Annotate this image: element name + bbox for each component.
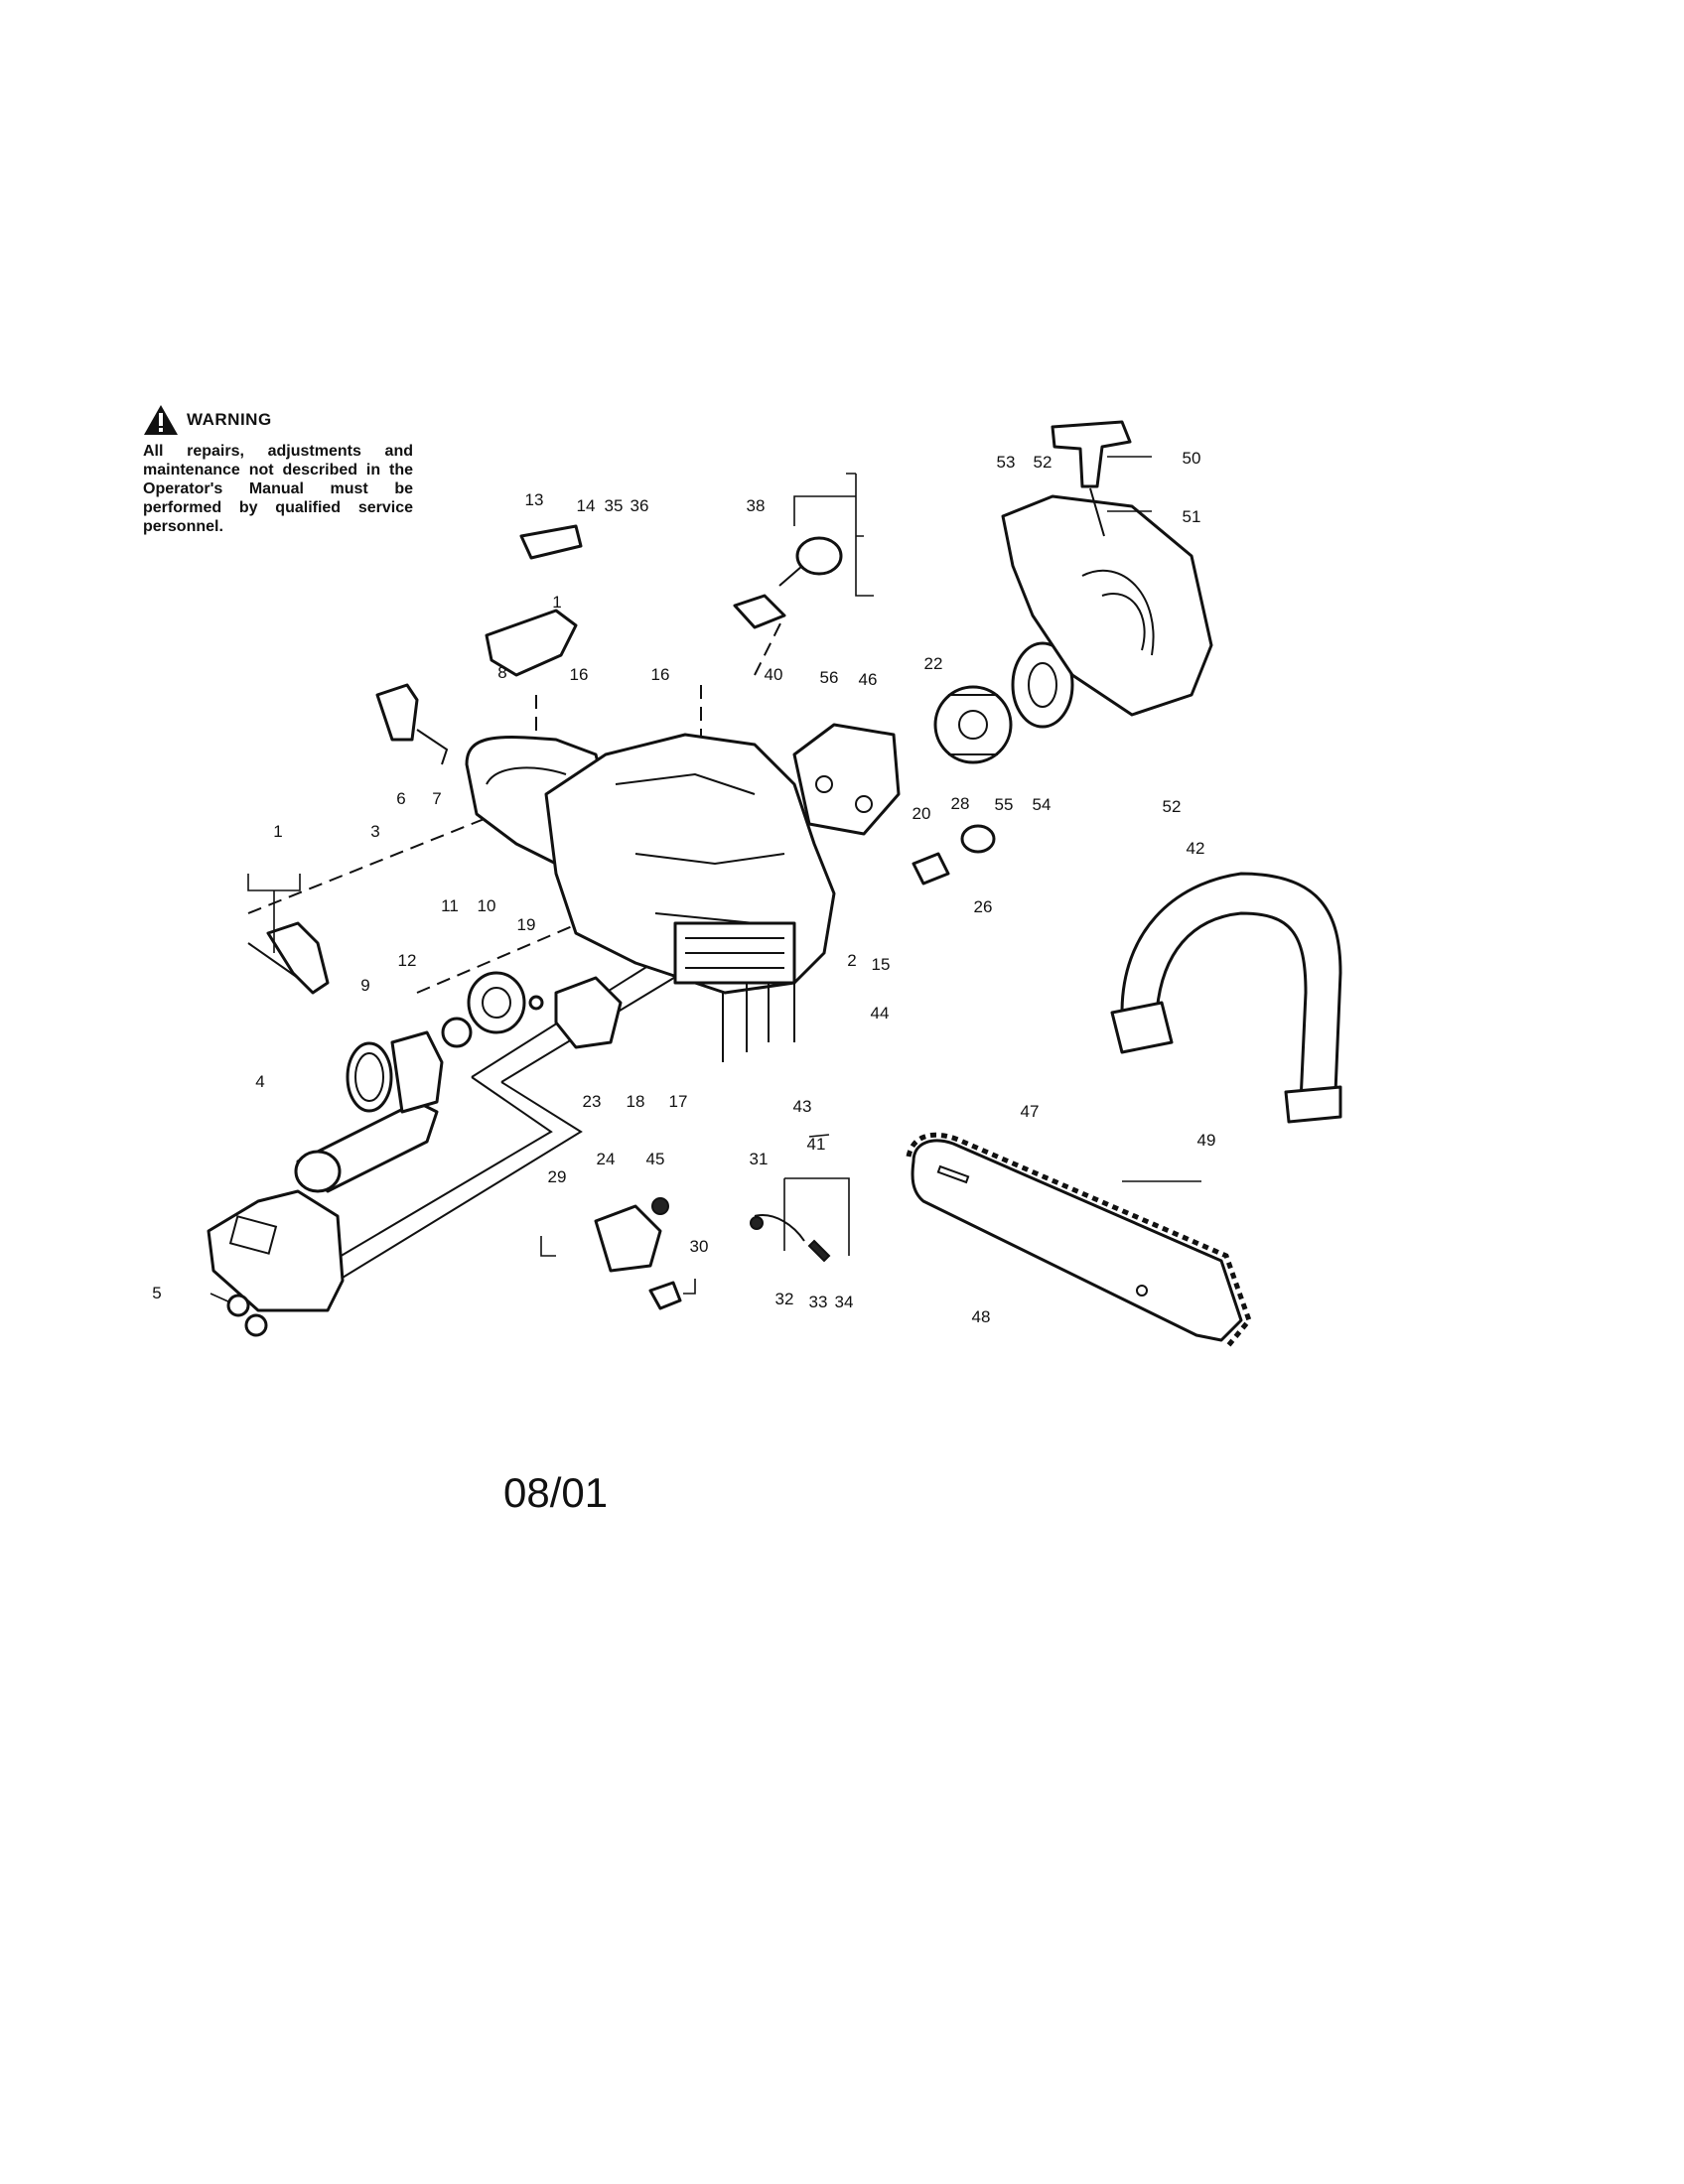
- part-label-43: 43: [792, 1097, 812, 1116]
- part-label-23: 23: [582, 1092, 602, 1111]
- part-label-48: 48: [971, 1307, 991, 1326]
- part-carburetor-group: [594, 1197, 682, 1310]
- part-label-44: 44: [870, 1004, 890, 1023]
- part-label-28: 28: [950, 794, 970, 813]
- part-air-filter: [733, 536, 843, 629]
- part-label-7: 7: [432, 789, 442, 808]
- part-starter-handle: [1051, 420, 1132, 537]
- part-label-13: 13: [524, 490, 544, 509]
- part-label-4: 4: [255, 1072, 265, 1091]
- part-label-35: 35: [604, 496, 624, 515]
- part-label-1-left: 1: [273, 822, 283, 841]
- warning-title: WARNING: [187, 410, 272, 429]
- part-label-11: 11: [441, 896, 459, 915]
- part-label-56: 56: [819, 668, 839, 687]
- part-fuel-line-group: [750, 1214, 831, 1263]
- part-label-33: 33: [808, 1293, 828, 1311]
- leader-lines: [210, 456, 1201, 1303]
- part-label-15: 15: [871, 955, 891, 974]
- part-label-38: 38: [746, 496, 766, 515]
- part-label-8: 8: [497, 663, 507, 682]
- part-label-52-bottom: 52: [1162, 797, 1182, 816]
- part-throttle-trigger: [375, 683, 449, 765]
- part-starter-pulley: [1011, 641, 1074, 729]
- part-label-1-top: 1: [552, 593, 562, 612]
- part-spark-plug: [912, 824, 996, 886]
- warning-header: WARNING: [143, 404, 413, 436]
- part-label-16-a: 16: [569, 665, 589, 684]
- part-sprocket-cover: [207, 1100, 439, 1312]
- part-clutch-group: [346, 971, 544, 1114]
- part-label-51: 51: [1182, 507, 1201, 526]
- date-code: 08/01: [503, 1469, 609, 1516]
- warning-notice: WARNING All repairs, adjustments and mai…: [143, 404, 413, 536]
- part-bar-nuts: [226, 1294, 268, 1337]
- part-label-10: 10: [477, 896, 496, 915]
- part-label-53: 53: [996, 453, 1016, 472]
- warning-triangle-icon: [144, 405, 178, 435]
- part-label-2: 2: [847, 951, 857, 970]
- part-label-30: 30: [689, 1237, 709, 1256]
- part-label-18: 18: [626, 1092, 645, 1111]
- part-label-49: 49: [1196, 1131, 1216, 1150]
- part-label-20: 20: [912, 804, 931, 823]
- part-label-41: 41: [806, 1135, 826, 1154]
- part-engine-housing: [544, 733, 836, 995]
- part-label-52-top: 52: [1033, 453, 1052, 472]
- part-label-54: 54: [1032, 795, 1052, 814]
- part-label-16-b: 16: [650, 665, 670, 684]
- part-label-22: 22: [923, 654, 943, 673]
- part-label-24: 24: [596, 1150, 616, 1168]
- part-saw-chain: [906, 1132, 1252, 1350]
- part-label-6: 6: [396, 789, 406, 808]
- part-label-42: 42: [1186, 839, 1205, 858]
- part-label-5: 5: [152, 1284, 162, 1302]
- part-guide-bar: [911, 1139, 1243, 1342]
- part-starter-housing: [1001, 494, 1213, 717]
- part-chain-brake-band: [247, 921, 330, 995]
- part-label-55: 55: [994, 795, 1014, 814]
- part-label-46: 46: [858, 670, 878, 689]
- part-label-19: 19: [516, 915, 536, 934]
- part-label-9: 9: [360, 976, 370, 995]
- part-label-45: 45: [645, 1150, 665, 1168]
- part-label-29: 29: [547, 1167, 567, 1186]
- part-label-17: 17: [668, 1092, 688, 1111]
- part-label-32: 32: [774, 1290, 794, 1308]
- part-label-12: 12: [397, 951, 417, 970]
- part-label-36: 36: [630, 496, 649, 515]
- part-label-34: 34: [834, 1293, 854, 1311]
- part-oil-pump-plate: [554, 976, 623, 1049]
- part-bolts-43: [722, 983, 795, 1062]
- warning-text: All repairs, adjustments and maintenance…: [143, 443, 413, 535]
- part-chain-brake-lever: [485, 524, 583, 677]
- part-label-47: 47: [1020, 1102, 1040, 1121]
- part-label-31: 31: [749, 1150, 769, 1168]
- part-label-14: 14: [576, 496, 596, 515]
- part-label-40: 40: [764, 665, 783, 684]
- part-front-handle: [1110, 872, 1342, 1124]
- part-muffler: [792, 723, 901, 836]
- part-label-26: 26: [973, 897, 993, 916]
- part-flywheel: [933, 685, 1013, 764]
- part-label-3: 3: [370, 822, 380, 841]
- part-label-50: 50: [1182, 449, 1201, 468]
